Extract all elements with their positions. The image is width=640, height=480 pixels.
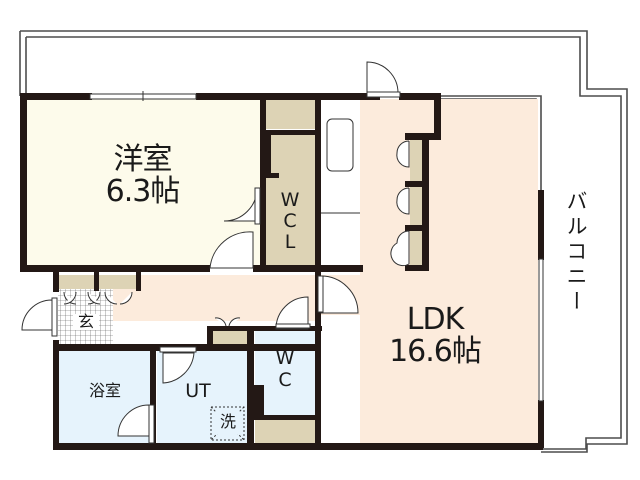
wcl-top bbox=[265, 99, 315, 129]
entry-door bbox=[21, 299, 53, 331]
balcony-label: バルコニー bbox=[564, 190, 588, 315]
walls bbox=[20, 93, 544, 450]
ldk-closet-1 bbox=[410, 140, 422, 182]
wcl-w: W bbox=[280, 189, 300, 211]
ldk-closet-2 bbox=[410, 186, 422, 228]
western-door-2 bbox=[209, 231, 254, 269]
wc-door bbox=[275, 296, 309, 330]
bath-door bbox=[117, 404, 150, 437]
wc-label: W C bbox=[273, 347, 297, 391]
ldk-room-name: LDK bbox=[406, 302, 465, 337]
ldk-room-size: 16.6帖 bbox=[389, 334, 482, 369]
western-room-size: 6.3帖 bbox=[105, 174, 181, 209]
ldk-closet-3 bbox=[410, 229, 422, 267]
western-room bbox=[26, 96, 263, 266]
bath-label: 浴室 bbox=[88, 381, 121, 400]
doors bbox=[21, 61, 410, 444]
genkan-label: 玄 bbox=[73, 314, 99, 330]
ldk-room bbox=[360, 99, 538, 444]
kitchen-sink bbox=[326, 118, 354, 172]
wc-c: C bbox=[278, 369, 292, 391]
hall-closet bbox=[213, 330, 247, 344]
ut-door bbox=[162, 352, 195, 384]
balcony-access-door bbox=[366, 61, 399, 94]
wcl-room bbox=[265, 135, 315, 265]
washer-label: 洗 bbox=[219, 412, 236, 431]
wcl-l: L bbox=[284, 231, 296, 253]
wcl-label: W C L bbox=[278, 190, 302, 253]
windows bbox=[89, 91, 544, 402]
western-room-name: 洋室 bbox=[113, 142, 173, 177]
ldk-label: LDK 16.6帖 bbox=[375, 305, 495, 367]
ldk-entry-door bbox=[320, 275, 359, 314]
wc-w: W bbox=[275, 347, 295, 369]
ut-label: UT bbox=[185, 380, 211, 402]
washer-box bbox=[210, 406, 245, 441]
wcl-c: C bbox=[283, 210, 297, 232]
western-room-label: 洋室 6.3帖 bbox=[95, 145, 190, 207]
storage-bottom bbox=[255, 420, 315, 443]
